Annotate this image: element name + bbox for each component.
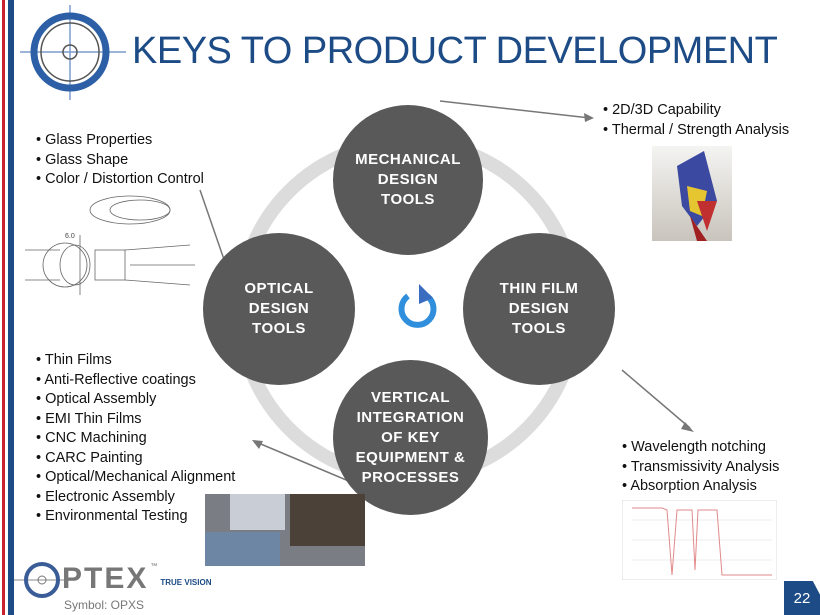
bullet: CARC Painting — [36, 449, 235, 469]
equipment-photos-image — [205, 494, 365, 566]
node-label: OPTICAL DESIGN TOOLS — [244, 280, 314, 337]
border-red — [2, 0, 5, 615]
logo-wordmark: PTEX — [62, 562, 149, 595]
bullet: Optical Assembly — [36, 390, 235, 410]
absorption-chart-image — [622, 500, 777, 580]
border-blue — [8, 0, 14, 615]
optical-bullets: Glass Properties Glass Shape Color / Dis… — [36, 131, 204, 190]
optex-logo-icon — [14, 562, 72, 598]
bullet: Optical/Mechanical Alignment — [36, 468, 235, 488]
node-label: VERTICAL INTEGRATION OF KEY EQUIPMENT & … — [355, 388, 466, 486]
stock-symbol: Symbol: OPXS — [64, 598, 145, 612]
vertical-bullets: Thin Films Anti-Reflective coatings Opti… — [36, 351, 235, 527]
bullet: Anti-Reflective coatings — [36, 371, 235, 391]
bullet: Thermal / Strength Analysis — [603, 121, 789, 141]
node-label: THIN FILM DESIGN TOOLS — [499, 280, 579, 337]
page-title: KEYS TO PRODUCT DEVELOPMENT — [132, 30, 778, 72]
bullet: Electronic Assembly — [36, 488, 235, 508]
logo-row: PTEX ™ TRUE VISION — [62, 563, 211, 595]
logo-tm: ™ — [150, 563, 158, 570]
dimension-label: 6.0 — [65, 233, 75, 240]
bullet: Transmissivity Analysis — [622, 458, 780, 478]
bullet: EMI Thin Films — [36, 410, 235, 430]
bullet: CNC Machining — [36, 429, 235, 449]
mechanical-bullets: 2D/3D Capability Thermal / Strength Anal… — [603, 101, 789, 140]
lens-drawing-image: 6.0 — [25, 195, 195, 295]
bullet: Wavelength notching — [622, 438, 779, 458]
mechanical-model-image — [652, 146, 732, 241]
node-thin-film-design: THIN FILM DESIGN TOOLS — [463, 233, 615, 385]
node-vertical-integration: VERTICAL INTEGRATION OF KEY EQUIPMENT & … — [333, 360, 488, 515]
node-label: MECHANICAL DESIGN TOOLS — [355, 151, 461, 208]
node-optical-design: OPTICAL DESIGN TOOLS — [203, 233, 355, 385]
bullet: 2D/3D Capability — [603, 101, 789, 121]
cycle-arrow-icon — [398, 284, 437, 328]
bullet: Glass Properties — [36, 131, 204, 151]
bullet: Glass Shape — [36, 151, 204, 171]
bullet: Absorption Analysis — [622, 477, 779, 497]
thinfilm-bullets: Wavelength notching Transmissivity Analy… — [622, 438, 779, 497]
node-mechanical-design: MECHANICAL DESIGN TOOLS — [333, 105, 483, 255]
bullet: Color / Distortion Control — [36, 170, 204, 190]
logo-tagline: TRUE VISION — [160, 578, 212, 587]
bullet: Thin Films — [36, 351, 235, 371]
page-number: 22 — [784, 581, 820, 615]
bullet: Environmental Testing — [36, 507, 235, 527]
crosshair-logo-icon — [20, 5, 126, 100]
